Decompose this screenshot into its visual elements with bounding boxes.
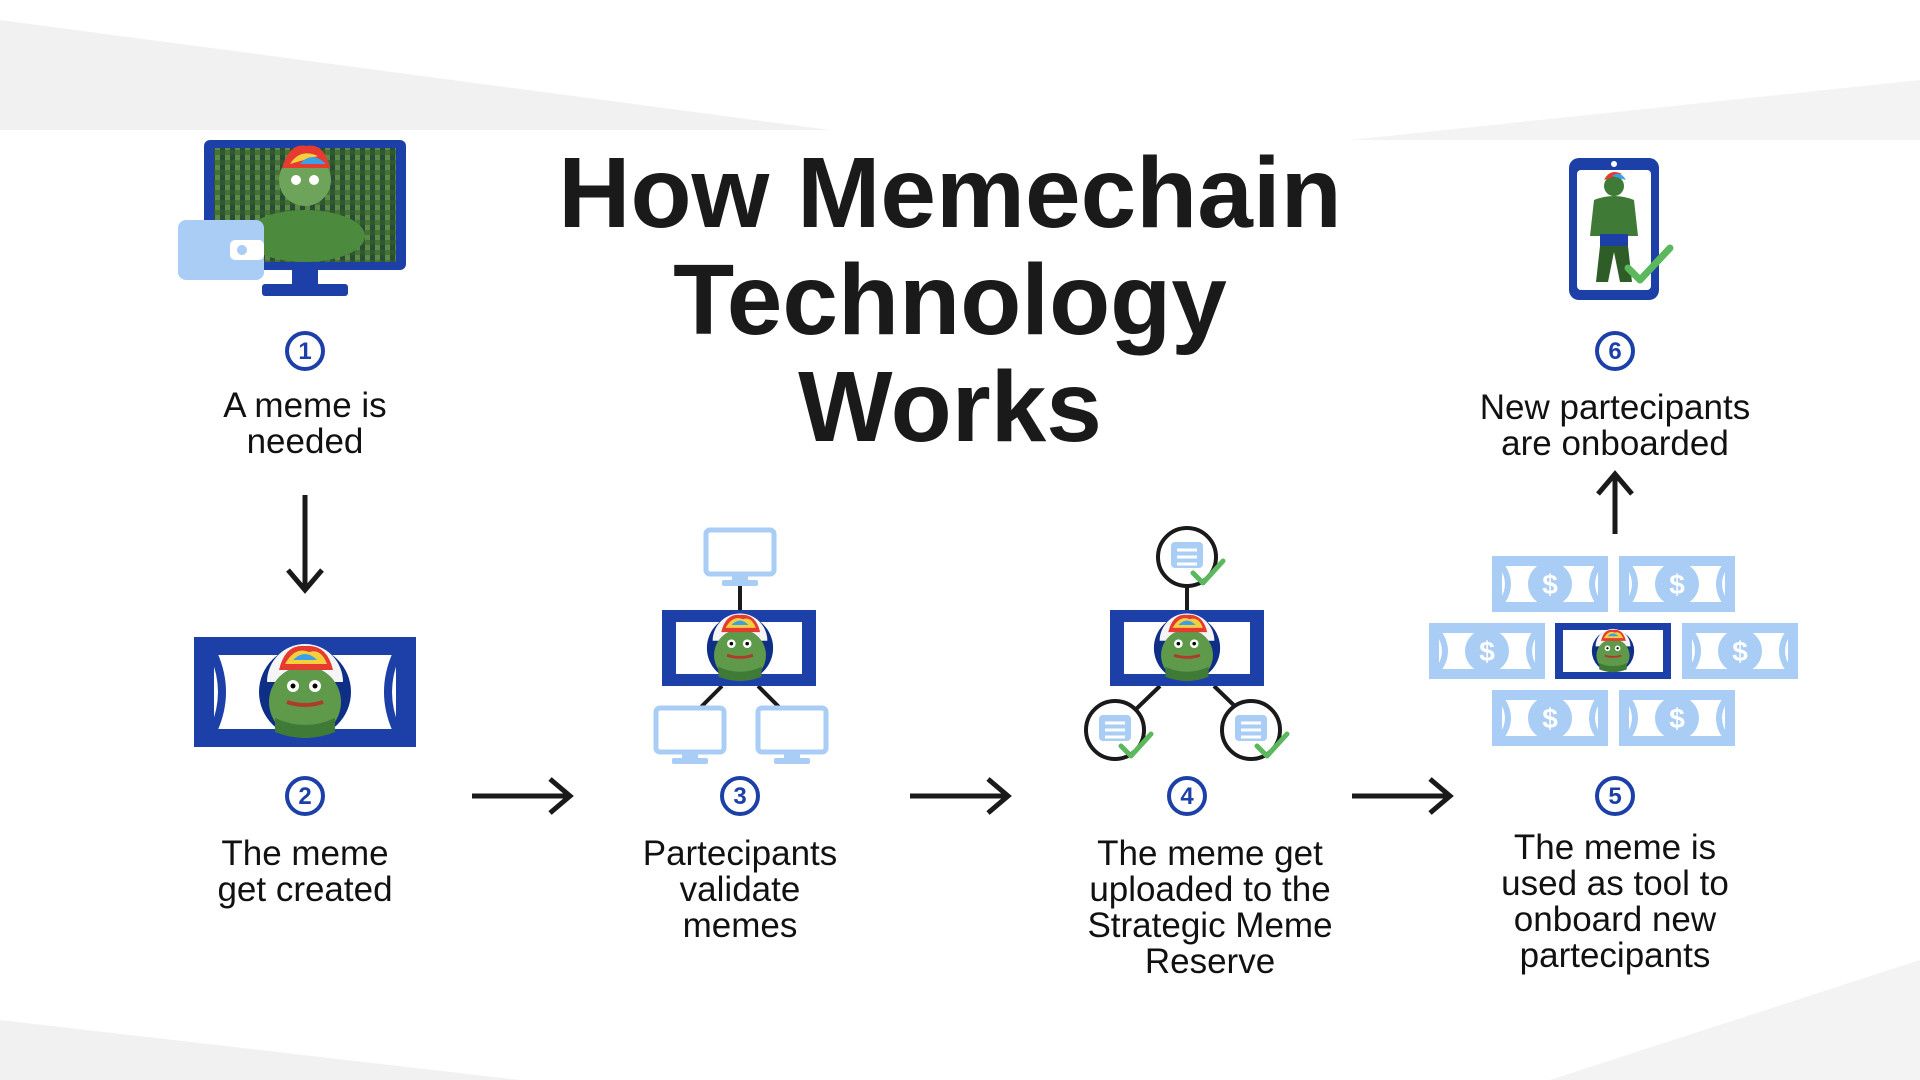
- step-6-caption: New partecipants are onboarded: [1440, 390, 1790, 462]
- step-4-line-1: The meme get: [1097, 834, 1323, 873]
- step-number-1: 1: [285, 331, 325, 371]
- step-number-4: 4: [1167, 776, 1207, 816]
- network-validation-icon: [653, 527, 829, 764]
- step-4-line-3: Strategic Meme: [1087, 906, 1333, 945]
- title-line-2: Technology: [673, 244, 1227, 356]
- smartphone-check-icon: [1569, 158, 1674, 300]
- step-3-line-2: validate: [679, 870, 801, 909]
- step-1-caption: A meme is needed: [170, 388, 440, 460]
- step-1-line-2: needed: [246, 422, 364, 461]
- title-line-1: How Memechain: [558, 137, 1342, 249]
- diagram-title: How Memechain Technology Works: [540, 140, 1360, 461]
- banknote-meme-icon: [194, 637, 416, 747]
- step-5-line-3: onboard new: [1513, 900, 1717, 939]
- step-2-caption: The meme get created: [170, 836, 440, 908]
- banknote-grid-icon: [1429, 556, 1798, 746]
- arrow-up-icon: [1596, 470, 1634, 534]
- step-5-line-2: used as tool to: [1501, 864, 1729, 903]
- step-2-line-2: get created: [217, 870, 393, 909]
- step-6-line-1: New partecipants: [1479, 388, 1751, 427]
- reserve-upload-icon: [1086, 528, 1287, 759]
- step-3-caption: Partecipants validate memes: [605, 836, 875, 944]
- step-6-line-2: are onboarded: [1501, 424, 1729, 463]
- arrow-down-icon: [286, 495, 324, 594]
- step-5-line-1: The meme is: [1513, 828, 1717, 867]
- step-5-caption: The meme is used as tool to onboard new …: [1460, 830, 1770, 974]
- arrow-right-icon: [1352, 777, 1454, 815]
- step-2-line-1: The meme: [221, 834, 389, 873]
- monitor-with-wallet-icon: [178, 140, 406, 296]
- arrow-right-icon: [910, 777, 1012, 815]
- step-1-line-1: A meme is: [223, 386, 387, 425]
- step-4-line-4: Reserve: [1144, 942, 1276, 981]
- step-5-line-4: partecipants: [1519, 936, 1711, 975]
- step-number-5: 5: [1595, 776, 1635, 816]
- step-4-caption: The meme get uploaded to the Strategic M…: [1040, 836, 1380, 980]
- banknote-meme-center: [1555, 623, 1671, 679]
- step-4-line-2: uploaded to the: [1089, 870, 1331, 909]
- title-line-3: Works: [798, 351, 1102, 463]
- arrow-right-icon: [472, 777, 574, 815]
- step-3-line-3: memes: [682, 906, 798, 945]
- step-3-line-1: Partecipants: [642, 834, 838, 873]
- hulk-figure-icon: [1590, 172, 1638, 282]
- step-number-2: 2: [285, 776, 325, 816]
- step-number-3: 3: [720, 776, 760, 816]
- step-number-6: 6: [1595, 331, 1635, 371]
